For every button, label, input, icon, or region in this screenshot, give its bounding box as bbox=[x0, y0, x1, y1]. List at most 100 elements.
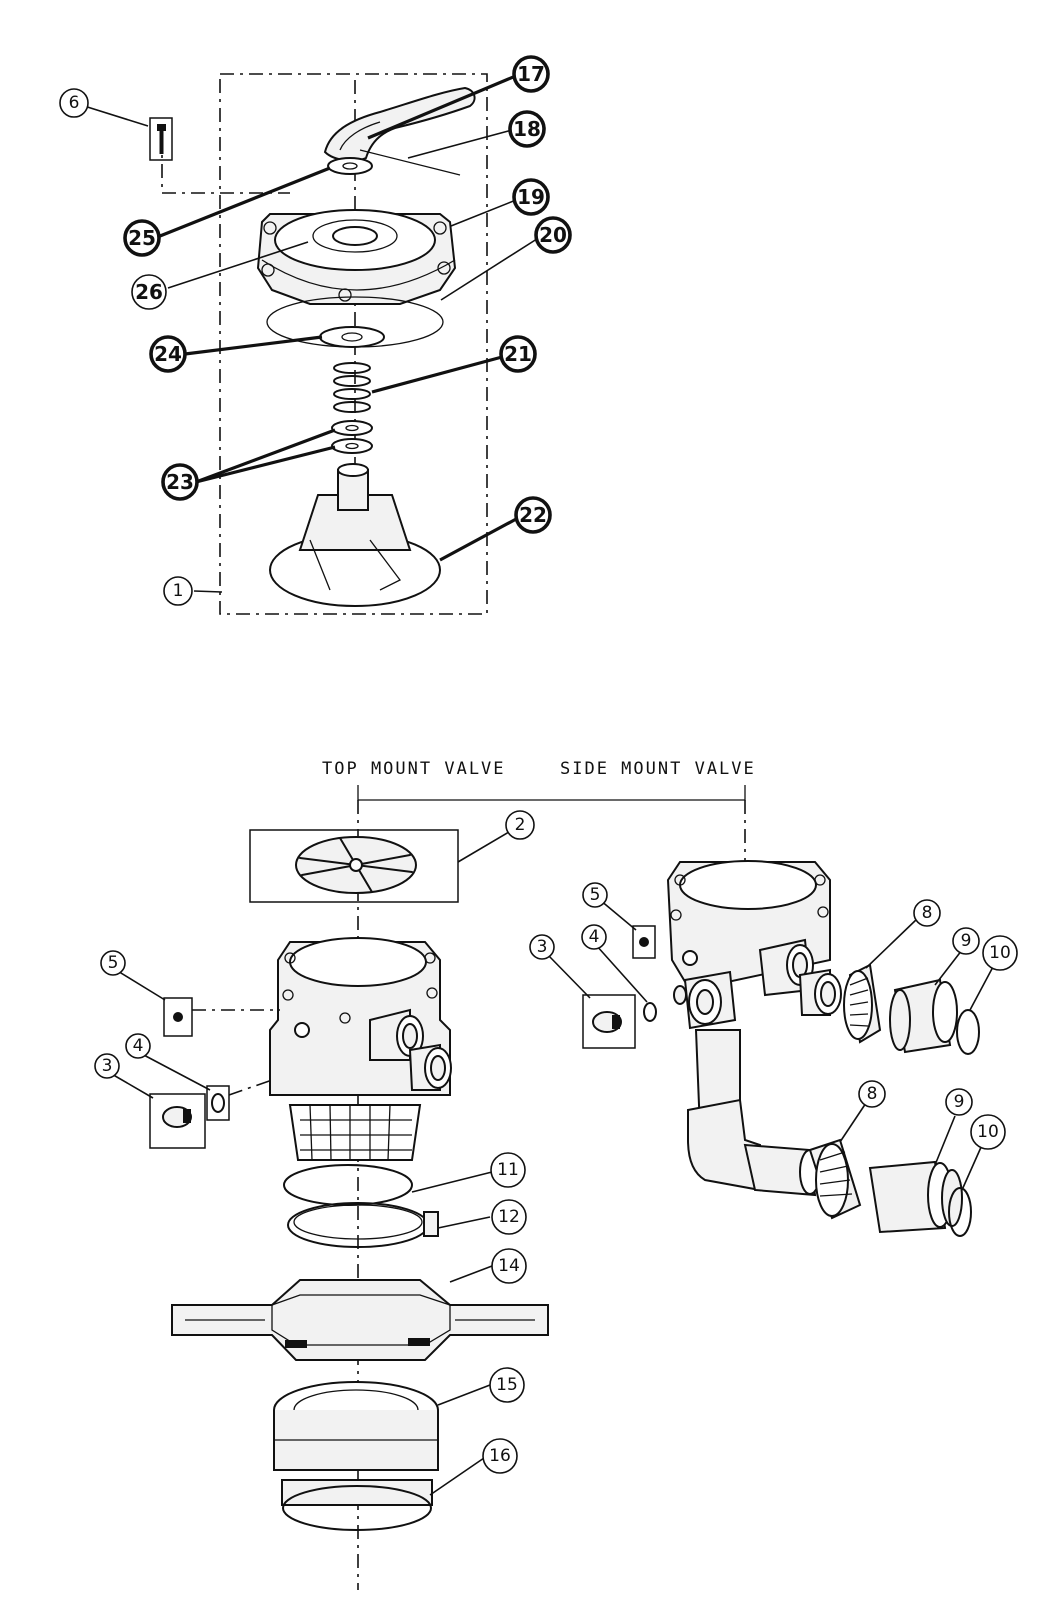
titles-bracket bbox=[357, 785, 746, 801]
o-ring-part-10-upper bbox=[956, 1009, 980, 1055]
mount-titles: TOP MOUNT VALVE SIDE MOUNT VALVE bbox=[322, 759, 756, 1590]
svg-text:19: 19 bbox=[517, 185, 545, 209]
cover-part-26 bbox=[256, 209, 457, 305]
svg-text:3: 3 bbox=[102, 1056, 113, 1076]
callout-22: 22 bbox=[514, 496, 552, 534]
side-mount-label: SIDE MOUNT VALVE bbox=[560, 759, 756, 779]
side-leaders bbox=[547, 899, 995, 1191]
svg-text:17: 17 bbox=[517, 62, 545, 86]
callout-26: 26 bbox=[131, 274, 167, 310]
callout-12: 12 bbox=[491, 1199, 527, 1235]
gasket-part-2 bbox=[295, 836, 417, 894]
callout-14: 14 bbox=[491, 1248, 527, 1284]
svg-text:8: 8 bbox=[867, 1084, 878, 1104]
spring-part-21 bbox=[333, 362, 371, 413]
svg-text:24: 24 bbox=[154, 342, 182, 366]
callout-18: 18 bbox=[508, 110, 546, 148]
svg-text:5: 5 bbox=[590, 885, 601, 905]
o-ring-part-16 bbox=[281, 1479, 433, 1531]
svg-text:1: 1 bbox=[173, 581, 184, 601]
callout-9-upper: 9 bbox=[952, 927, 980, 955]
callout-10-upper: 10 bbox=[982, 935, 1018, 971]
pipe bbox=[687, 1029, 821, 1197]
svg-text:9: 9 bbox=[961, 931, 972, 951]
callout-4-right: 4 bbox=[581, 924, 607, 950]
flange-part-14 bbox=[171, 1279, 549, 1361]
svg-text:16: 16 bbox=[489, 1446, 511, 1466]
clamp-part-12 bbox=[287, 1202, 439, 1248]
svg-text:3: 3 bbox=[537, 937, 548, 957]
o-ring-part-4-left bbox=[206, 1085, 230, 1121]
callout-25: 25 bbox=[123, 219, 161, 257]
o-ring-part-4-right bbox=[643, 1002, 657, 1022]
union-nut-part-8-lower bbox=[808, 1138, 862, 1220]
svg-text:20: 20 bbox=[539, 223, 567, 247]
callout-6: 6 bbox=[59, 88, 89, 118]
plug-part-5-right bbox=[632, 925, 656, 959]
callout-4-left: 4 bbox=[125, 1033, 151, 1059]
washer-part-25 bbox=[327, 157, 373, 175]
basket bbox=[288, 1104, 422, 1161]
callout-2: 2 bbox=[505, 810, 535, 840]
rotor-part-22 bbox=[269, 463, 441, 607]
callout-17: 17 bbox=[512, 55, 550, 93]
washer-part-24 bbox=[319, 326, 385, 348]
svg-text:26: 26 bbox=[135, 280, 163, 304]
adapter-part-15 bbox=[273, 1381, 439, 1471]
callout-1: 1 bbox=[163, 576, 193, 606]
lower-left-leaders bbox=[109, 831, 510, 1496]
screw-part-6 bbox=[149, 117, 173, 161]
washers-part-23 bbox=[331, 420, 373, 454]
top-mount-label: TOP MOUNT VALVE bbox=[322, 759, 506, 779]
svg-text:9: 9 bbox=[954, 1092, 965, 1112]
callout-3-left: 3 bbox=[94, 1053, 120, 1079]
callout-20: 20 bbox=[534, 216, 572, 254]
callout-15: 15 bbox=[489, 1367, 525, 1403]
callout-8-upper: 8 bbox=[913, 899, 941, 927]
side-mount-valve-assembly: 5 4 3 8 9 10 8 9 10 bbox=[529, 860, 1018, 1237]
pin-part-18 bbox=[359, 149, 461, 176]
callout-19: 19 bbox=[512, 178, 550, 216]
valve-body-top-mount bbox=[269, 937, 452, 1096]
screw-leader-path bbox=[161, 135, 290, 194]
callout-10-lower: 10 bbox=[970, 1114, 1006, 1150]
upper-valve-assembly: 6 17 18 19 20 21 22 23 24 25 26 1 bbox=[59, 55, 572, 615]
svg-text:23: 23 bbox=[166, 470, 194, 494]
valve-body-side-mount bbox=[666, 860, 842, 1030]
svg-text:10: 10 bbox=[989, 943, 1011, 963]
upper-leaders bbox=[80, 73, 541, 593]
callout-3-right: 3 bbox=[529, 934, 555, 960]
callout-8-lower: 8 bbox=[858, 1080, 886, 1108]
callout-9-lower: 9 bbox=[945, 1088, 973, 1116]
callout-16: 16 bbox=[482, 1438, 518, 1474]
gasket-box bbox=[249, 829, 459, 903]
plug-part-5-left bbox=[163, 997, 193, 1037]
union-nut-part-8-upper bbox=[843, 963, 882, 1044]
o-ring-part-11 bbox=[283, 1164, 413, 1206]
callout-11: 11 bbox=[490, 1152, 526, 1188]
callout-24: 24 bbox=[149, 335, 187, 373]
svg-text:8: 8 bbox=[922, 903, 933, 923]
svg-text:21: 21 bbox=[504, 342, 532, 366]
svg-text:5: 5 bbox=[108, 953, 119, 973]
svg-text:14: 14 bbox=[498, 1256, 520, 1276]
svg-text:18: 18 bbox=[513, 117, 541, 141]
svg-text:12: 12 bbox=[498, 1207, 520, 1227]
svg-text:6: 6 bbox=[69, 93, 80, 113]
drain-plug-part-3-left bbox=[149, 1093, 206, 1149]
callout-5-left: 5 bbox=[100, 950, 126, 976]
assembly-group-outline bbox=[219, 73, 488, 615]
callout-23: 23 bbox=[161, 463, 199, 501]
svg-text:4: 4 bbox=[133, 1036, 144, 1056]
tailpiece-part-9-lower bbox=[868, 1160, 963, 1234]
svg-text:10: 10 bbox=[977, 1122, 999, 1142]
svg-text:15: 15 bbox=[496, 1375, 518, 1395]
svg-text:4: 4 bbox=[589, 927, 600, 947]
o-ring-part-10-lower bbox=[948, 1187, 972, 1237]
svg-text:11: 11 bbox=[497, 1160, 519, 1180]
drain-plug-part-3-right bbox=[582, 994, 636, 1049]
callout-5-right: 5 bbox=[582, 882, 608, 908]
svg-text:25: 25 bbox=[128, 226, 156, 250]
tailpiece-part-9-upper bbox=[889, 978, 958, 1054]
